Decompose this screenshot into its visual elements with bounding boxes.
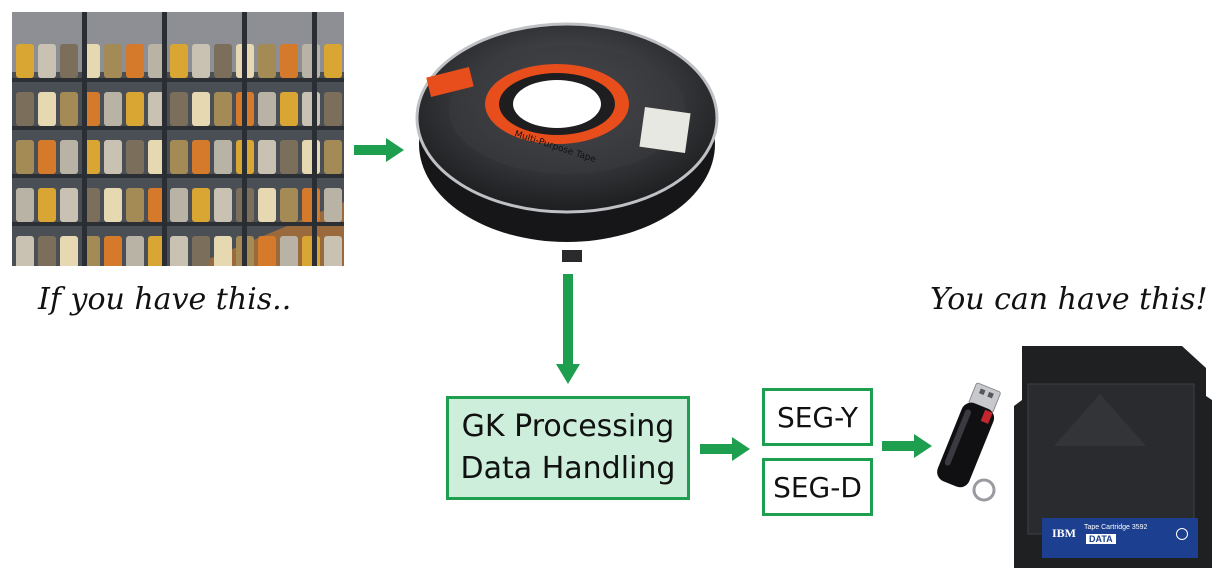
cartridge-icon (1176, 528, 1188, 540)
arrow-right-3 (882, 434, 934, 458)
cartridge-product: Tape Cartridge 3592 (1084, 524, 1148, 531)
arrow-right-2 (700, 437, 752, 461)
usb-drive-image (930, 382, 1006, 512)
processing-line-1: GK Processing (461, 409, 675, 444)
segd-format-box: SEG-D (762, 458, 873, 516)
processing-line-2: Data Handling (460, 451, 676, 486)
result-caption: You can have this! (930, 282, 1208, 317)
archive-shelves-image (12, 12, 344, 266)
cartridge-brand: IBM (1052, 526, 1076, 540)
tape-reel-image: Multi-Purpose Tape (412, 14, 720, 264)
source-caption: If you have this.. (38, 282, 292, 317)
segy-format-box: SEG-Y (762, 388, 873, 446)
arrow-down (556, 274, 580, 386)
cartridge-type: DATA (1086, 534, 1116, 544)
tape-cartridge-image: IBM Tape Cartridge 3592 DATA (1006, 346, 1218, 568)
arrow-right-1 (354, 138, 406, 162)
processing-box: GK Processing Data Handling (446, 396, 690, 500)
